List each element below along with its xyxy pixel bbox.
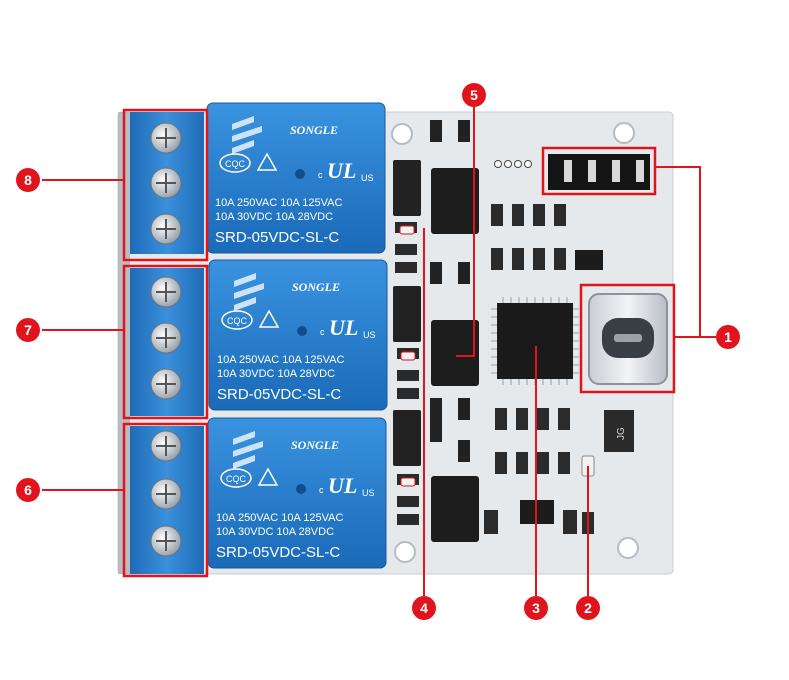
svg-text:3: 3	[532, 600, 540, 616]
relay-2-model: SRD-05VDC-SL-C	[217, 386, 341, 403]
callout-badge-2: 2	[576, 596, 600, 620]
relay-2-rating-2: 10A 30VDC 10A 28VDC	[217, 368, 335, 380]
callout-badge-3: 3	[524, 596, 548, 620]
relay-2-brand: SONGLE	[292, 280, 340, 294]
callout-badge-6: 6	[16, 478, 40, 502]
svg-text:7: 7	[24, 322, 32, 338]
flyback-diodes	[393, 160, 421, 466]
callout-badge-1: 1	[716, 325, 740, 349]
svg-text:UL: UL	[329, 315, 358, 340]
callout-badge-7: 7	[16, 318, 40, 342]
relay-2-cert-us: US	[363, 330, 376, 340]
relay-2-cert-c: c	[320, 327, 325, 337]
relay-1-rating-1: 10A 250VAC 10A 125VAC	[215, 197, 342, 209]
svg-text:UL: UL	[328, 473, 357, 498]
relay-1-brand: SONGLE	[290, 123, 338, 137]
status-leds	[399, 225, 595, 487]
board-mark-jg: JG	[616, 427, 627, 440]
svg-text:6: 6	[24, 482, 32, 498]
svg-text:8: 8	[24, 172, 32, 188]
relay-3-brand: SONGLE	[291, 438, 339, 452]
svg-text:5: 5	[470, 87, 478, 103]
mounting-holes	[391, 122, 639, 563]
relay-1-cert: CQC	[225, 159, 246, 169]
relay-1: SONGLE CQC c UL US 10A 250VAC 10A 125VAC…	[206, 102, 386, 254]
relay-3-cert: CQC	[226, 474, 247, 484]
relay-1-cert-c: c	[318, 170, 323, 180]
relay-1-cert-us: US	[361, 173, 374, 183]
highlight-boxes	[122, 108, 676, 578]
svg-text:UL: UL	[327, 158, 356, 183]
relay-2-cert: CQC	[227, 316, 248, 326]
relay-2: SONGLE CQC c UL US 10A 250VAC 10A 125VAC…	[208, 259, 388, 411]
relay-3-model: SRD-05VDC-SL-C	[216, 544, 340, 561]
relay-3-rating-1: 10A 250VAC 10A 125VAC	[216, 512, 343, 524]
relay-3-cert-us: US	[362, 488, 375, 498]
terminal-block-6	[130, 426, 204, 574]
terminal-block-8	[130, 112, 204, 254]
relay-3-cert-c: c	[319, 485, 324, 495]
relay-3-rating-2: 10A 30VDC 10A 28VDC	[216, 526, 334, 538]
terminal-block-7	[130, 268, 204, 416]
callout-badge-8: 8	[16, 168, 40, 192]
svg-text:1: 1	[724, 329, 732, 345]
relay-1-model: SRD-05VDC-SL-C	[215, 229, 339, 246]
optocouplers	[431, 168, 479, 542]
callout-badge-4: 4	[412, 596, 436, 620]
usb-c-port	[588, 293, 668, 385]
callout-lines	[42, 106, 716, 596]
relay-2-rating-1: 10A 250VAC 10A 125VAC	[217, 354, 344, 366]
relay-3: SONGLE CQC c UL US 10A 250VAC 10A 125VAC…	[207, 417, 387, 569]
callout-badge-5: 5	[462, 83, 486, 107]
relay-1-rating-2: 10A 30VDC 10A 28VDC	[215, 211, 333, 223]
svg-text:4: 4	[420, 600, 428, 616]
pin-header	[494, 154, 650, 190]
svg-text:2: 2	[584, 600, 592, 616]
